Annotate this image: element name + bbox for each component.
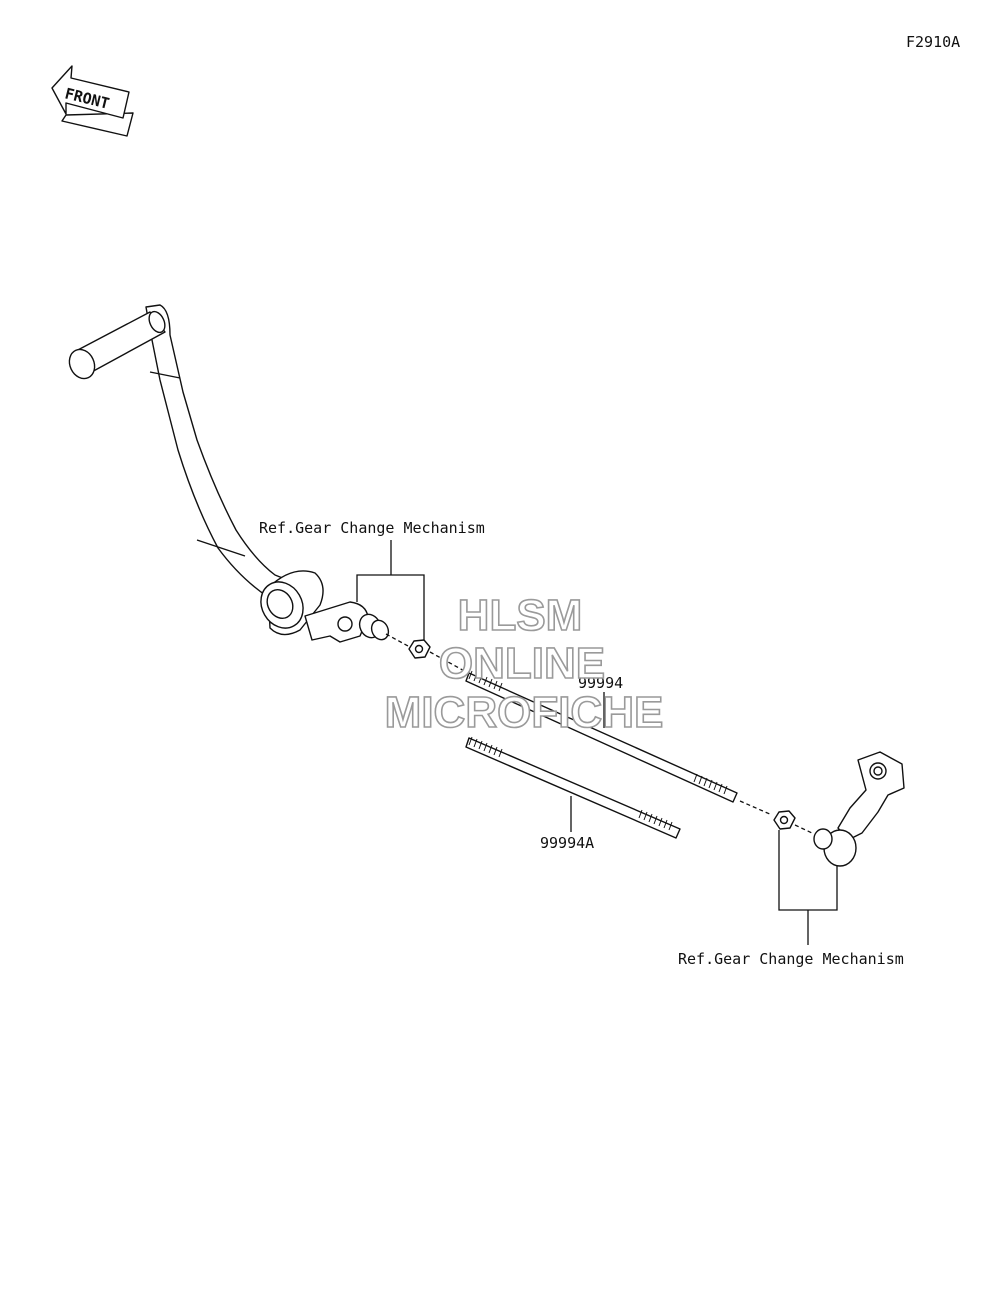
ref-bracket-upper: Ref.Gear Change Mechanism (259, 519, 485, 640)
watermark: HLSM ONLINE MICROFICHE (384, 590, 664, 738)
ref-bracket-lower: Ref.Gear Change Mechanism (678, 830, 904, 968)
watermark-line-1: HLSM (458, 591, 583, 640)
front-arrow-icon: FRONT (51, 65, 134, 137)
rod-label-99994A: 99994A (540, 834, 594, 852)
ref-label-lower: Ref.Gear Change Mechanism (678, 950, 904, 968)
shift-shaft-arm (813, 751, 905, 867)
watermark-line-3: MICROFICHE (385, 688, 664, 737)
rod-label-99994: 99994 (578, 674, 623, 692)
ref-label-upper: Ref.Gear Change Mechanism (259, 519, 485, 537)
watermark-line-2: ONLINE (439, 639, 605, 688)
shift-rod-99994A: 99994A (465, 736, 681, 852)
shift-pedal (68, 304, 390, 643)
nut-lower (773, 810, 796, 830)
nut-upper (408, 639, 431, 659)
figure-code: F2910A (906, 33, 960, 51)
shift-rod-99994: 99994 (465, 670, 738, 803)
